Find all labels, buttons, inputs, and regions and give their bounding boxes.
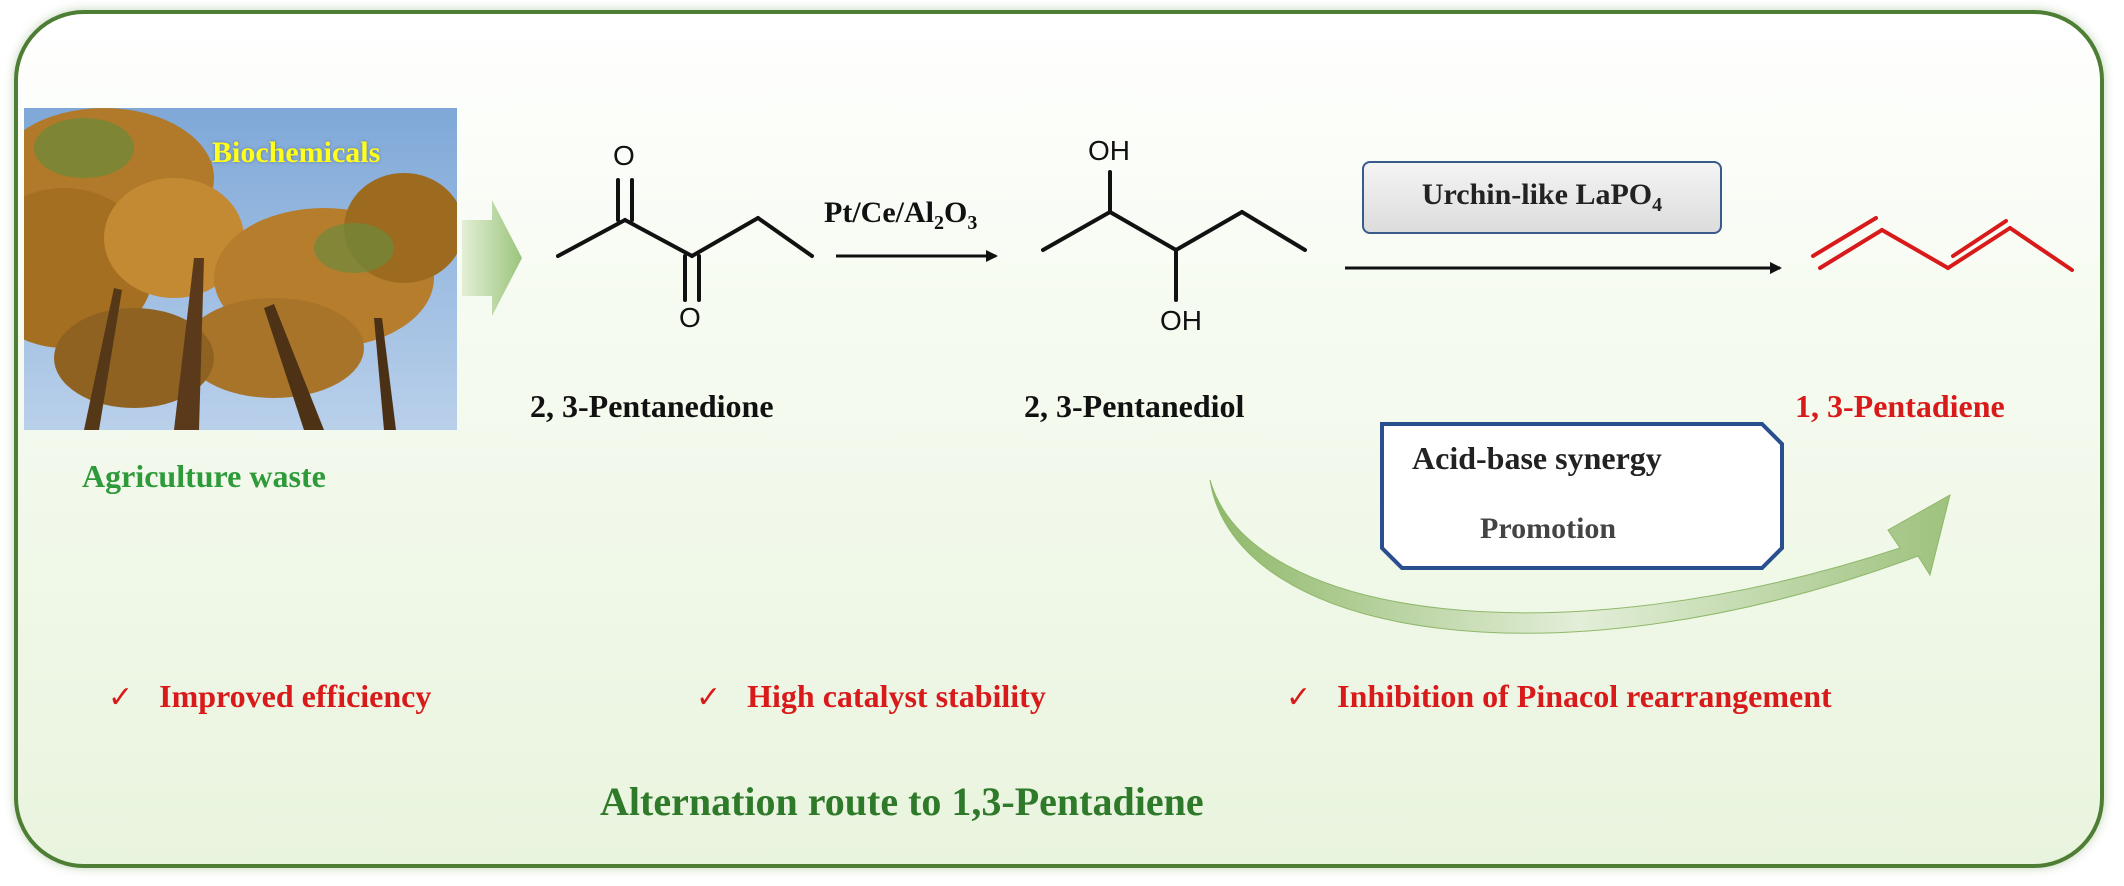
reactant-oxygen-top: O xyxy=(613,140,635,171)
check-icon: ✓ xyxy=(696,680,722,715)
synergy-line2: Promotion xyxy=(1480,512,1617,545)
benefit-text: Inhibition of Pinacol rearrangement xyxy=(1337,678,1832,714)
benefit-text: Improved efficiency xyxy=(159,678,432,714)
step1-catalyst-prefix: Pt/Ce/Al xyxy=(824,196,934,229)
intermediate-oh-bottom: OH xyxy=(1160,305,1202,336)
benefit-item-2: ✓ High catalyst stability xyxy=(696,678,1046,715)
footer-title: Alternation route to 1,3-Pentadiene xyxy=(600,779,1204,824)
product-name: 1, 3-Pentadiene xyxy=(1795,388,2005,424)
step1-catalyst: Pt/Ce/Al2O3 xyxy=(824,196,977,235)
benefit-text: High catalyst stability xyxy=(747,678,1046,714)
step2-catalyst-sub: 4 xyxy=(1652,194,1663,216)
intermediate-oh-top: OH xyxy=(1088,135,1130,166)
promotion-curve-arrow xyxy=(1209,479,1951,634)
synergy-line1: Acid-base synergy xyxy=(1412,440,1662,476)
step2-catalyst-label: Urchin-like LaPO4 xyxy=(1422,178,1662,217)
step2-catalyst-box: Urchin-like LaPO4 xyxy=(1362,161,1722,234)
feed-arrow xyxy=(462,200,522,316)
step1-catalyst-mid: O xyxy=(943,196,968,229)
reactant-oxygen-bottom: O xyxy=(679,302,701,333)
photo-label: Biochemicals xyxy=(212,136,381,169)
pentanedione-structure xyxy=(556,178,814,302)
agriculture-photo: Biochemicals xyxy=(24,108,457,430)
check-icon: ✓ xyxy=(1286,680,1312,715)
pentanediol-structure xyxy=(1041,170,1307,302)
benefit-item-1: ✓ Improved efficiency xyxy=(108,678,431,715)
step1-catalyst-sub1: 2 xyxy=(933,212,944,234)
trees-image xyxy=(24,108,457,430)
source-caption: Agriculture waste xyxy=(82,458,326,494)
synergy-box-outline xyxy=(1380,422,1784,570)
benefit-item-3: ✓ Inhibition of Pinacol rearrangement xyxy=(1286,678,1832,715)
pentadiene-structure xyxy=(1811,216,2074,272)
reactant-name: 2, 3-Pentanedione xyxy=(530,388,774,424)
step2-catalyst-prefix: Urchin-like LaPO xyxy=(1421,178,1653,211)
intermediate-name: 2, 3-Pentanediol xyxy=(1024,388,1245,424)
step1-catalyst-sub2: 3 xyxy=(967,212,978,234)
check-icon: ✓ xyxy=(108,680,134,715)
